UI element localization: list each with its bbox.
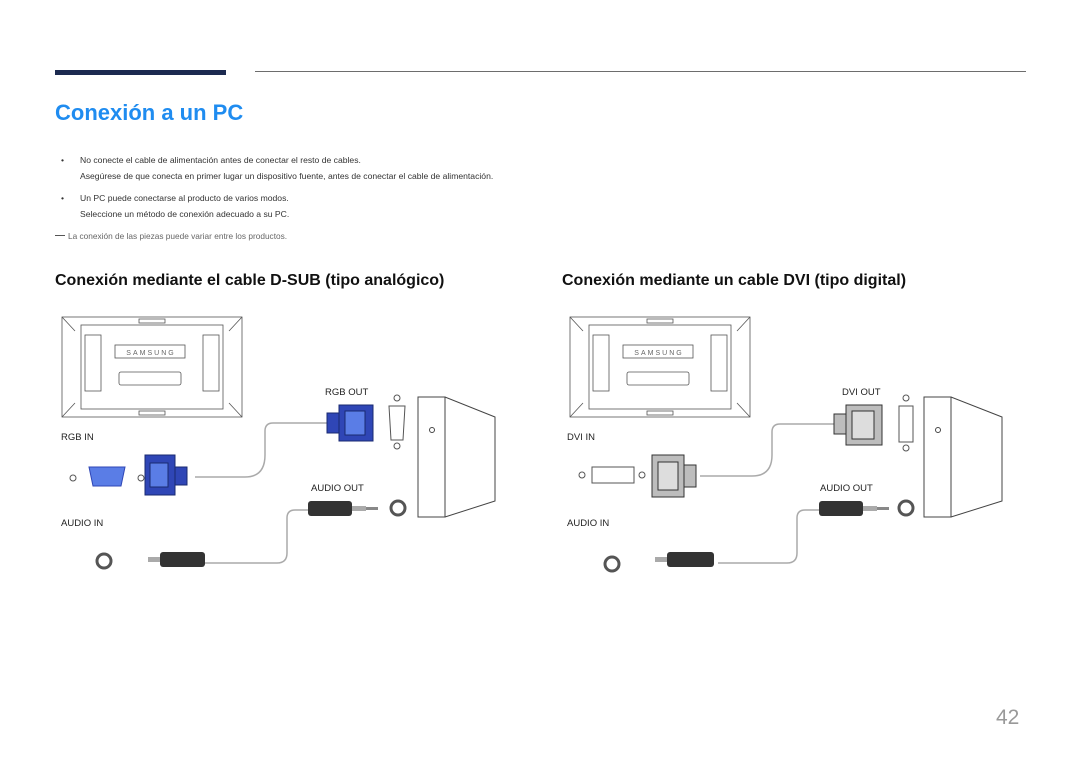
display-audio-in-label: AUDIO IN — [567, 518, 610, 529]
audio-plug-display — [655, 552, 714, 567]
pc-dvi-port — [898, 394, 914, 452]
section-heading-dvi: Conexión mediante un cable DVI (tipo dig… — [562, 272, 907, 289]
dvi-diagram-illustration: SAMSUNG — [569, 316, 1003, 573]
note-line: No conecte el cable de alimentación ante… — [80, 155, 361, 165]
samsung-logo: SAMSUNG — [126, 350, 175, 357]
vga-plug-display — [144, 454, 188, 496]
note-item: • Un PC puede conectarse al producto de … — [61, 191, 493, 222]
dsub-connection-diagram: SAMSUNG — [55, 305, 525, 590]
samsung-logo: SAMSUNG — [634, 350, 683, 357]
note-line: Asegúrese de que conecta en primer lugar… — [80, 170, 494, 181]
note-line: Un PC puede conectarse al producto de va… — [80, 193, 289, 204]
footnote-text: La conexión de las piezas puede variar e… — [68, 231, 288, 241]
note-item: • No conecte el cable de alimentación an… — [61, 153, 493, 184]
display-rgb-in-label: RGB IN — [61, 432, 94, 443]
audio-plug-pc — [308, 501, 378, 516]
vga-cable — [195, 422, 337, 478]
audio-plug-pc — [819, 501, 889, 516]
pc-audio-jack — [897, 499, 915, 517]
section-heading-dsub: Conexión mediante el cable D-SUB (tipo a… — [55, 272, 445, 289]
pc-audio-out-label: AUDIO OUT — [311, 483, 364, 494]
pc-tower — [417, 396, 496, 518]
display-audio-jack — [603, 555, 621, 573]
pc-vga-port — [388, 394, 406, 450]
note-line: Seleccione un método de conexión adecuad… — [80, 208, 290, 219]
page-number: 42 — [996, 706, 1020, 729]
header-accent-bar — [55, 70, 226, 75]
display-dvi-in-label: DVI IN — [567, 432, 595, 443]
dvi-connection-diagram: SAMSUNG — [560, 305, 1030, 590]
display-back-panel — [569, 316, 751, 418]
page-title: Conexión a un PC — [55, 100, 244, 125]
bullet-icon: • — [61, 155, 65, 165]
pc-tower — [923, 396, 1003, 518]
display-audio-in-label: AUDIO IN — [61, 518, 104, 529]
vga-plug-pc — [326, 404, 374, 442]
audio-cable — [205, 509, 308, 564]
display-back-panel — [61, 316, 243, 418]
bullet-icon: • — [61, 193, 65, 204]
display-dvi-port — [578, 466, 646, 484]
footnote-dash — [55, 234, 65, 236]
pc-audio-out-label: AUDIO OUT — [820, 483, 873, 494]
dvi-plug-display — [651, 454, 697, 498]
pc-dvi-out-label: DVI OUT — [842, 387, 881, 398]
footnote: La conexión de las piezas puede variar e… — [55, 231, 287, 241]
audio-plug-display — [148, 552, 205, 567]
header-rule — [255, 71, 1026, 72]
pc-audio-jack — [389, 499, 407, 517]
pc-rgb-out-label: RGB OUT — [325, 387, 369, 398]
audio-cable — [718, 509, 819, 564]
dvi-plug-pc — [833, 404, 883, 446]
display-vga-port — [69, 466, 145, 487]
dvi-cable — [700, 423, 834, 477]
dsub-diagram-illustration: SAMSUNG — [61, 316, 496, 570]
notes-list: • No conecte el cable de alimentación an… — [61, 153, 493, 229]
display-audio-jack — [95, 552, 113, 570]
